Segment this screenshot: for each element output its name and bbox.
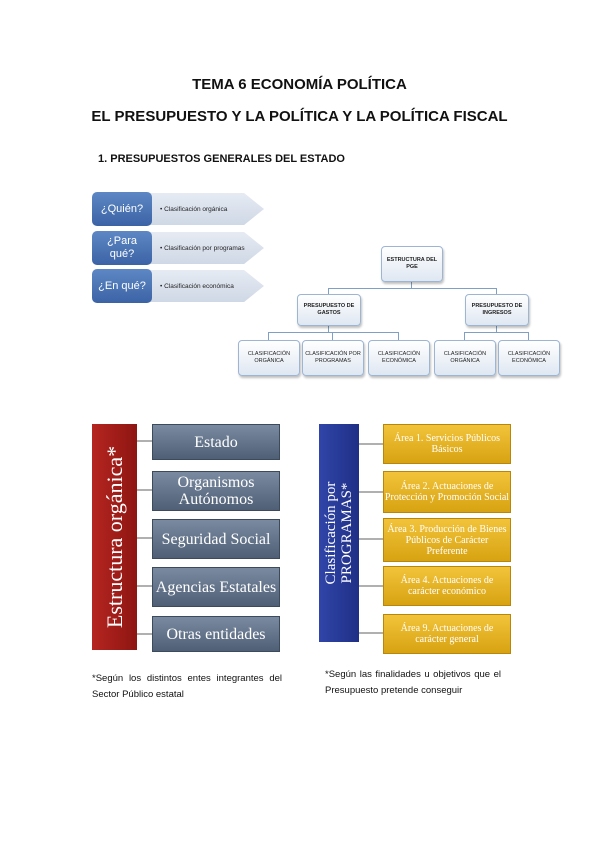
- question-text: • Clasificación económica: [160, 282, 234, 290]
- organica-note: *Según los distintos entes integrantes d…: [92, 673, 282, 700]
- tree-leaf-node: CLASIFICACIÓN ORGÁNICA: [238, 340, 300, 376]
- tree-connector: [268, 332, 398, 333]
- organica-connector: [137, 585, 152, 587]
- programas-item: Área 4. Actuaciones de carácter económic…: [383, 566, 511, 606]
- question-box: ¿Para qué?: [92, 231, 152, 265]
- organica-connector: [137, 537, 152, 539]
- programas-connector: [359, 443, 383, 445]
- organica-connector: [137, 440, 152, 442]
- tree-leaf-node: CLASIFICACIÓN ORGÁNICA: [434, 340, 496, 376]
- programas-label: Clasificación por PROGRAMAS*: [323, 481, 355, 585]
- tree-connector: [328, 324, 329, 332]
- organica-item: Seguridad Social: [152, 519, 280, 559]
- tree-connector: [464, 332, 528, 333]
- tree-connector: [464, 332, 465, 340]
- programas-item: Área 1. Servicios Públicos Básicos: [383, 424, 511, 464]
- question-box: ¿En qué?: [92, 269, 152, 303]
- organica-item: Otras entidades: [152, 616, 280, 652]
- question-row-para-que: ¿Para qué? • Clasificación por programas: [92, 231, 264, 265]
- tree-leaf-node: CLASIFICACIÓN ECONÓMICA: [498, 340, 560, 376]
- programas-vertical-bar: Clasificación por PROGRAMAS*: [319, 424, 359, 642]
- tree-connector: [496, 288, 497, 294]
- tree-gastos-node: PRESUPUESTO DE GASTOS: [297, 294, 361, 326]
- question-text: • Clasificación por programas: [160, 244, 245, 252]
- tree-connector: [328, 288, 329, 294]
- tree-connector: [332, 332, 333, 340]
- organica-label: Estructura orgánica*: [101, 445, 127, 629]
- tree-ingresos-node: PRESUPUESTO DE INGRESOS: [465, 294, 529, 326]
- tree-connector: [398, 332, 399, 340]
- organica-connector: [137, 489, 152, 491]
- programas-item: Área 9. Actuaciones de carácter general: [383, 614, 511, 654]
- tree-connector: [268, 332, 269, 340]
- programas-item: Área 3. Producción de Bienes Públicos de…: [383, 518, 511, 562]
- tree-leaf-node: CLASIFICACIÓN POR PROGRAMAS: [302, 340, 364, 376]
- organica-item: Agencias Estatales: [152, 567, 280, 607]
- tree-leaf-node: CLASIFICACIÓN ECONÓMICA: [368, 340, 430, 376]
- programas-connector: [359, 491, 383, 493]
- question-text: • Clasificación orgánica: [160, 205, 228, 213]
- programas-item: Área 2. Actuaciones de Protección y Prom…: [383, 471, 511, 513]
- programas-note: *Según las finalidades u objetivos que e…: [325, 669, 501, 696]
- tree-connector: [411, 280, 412, 288]
- question-box: ¿Quién?: [92, 192, 152, 226]
- page-title: TEMA 6 ECONOMÍA POLÍTICA: [192, 76, 407, 93]
- page-subtitle: EL PRESUPUESTO Y LA POLÍTICA Y LA POLÍTI…: [91, 108, 508, 125]
- organica-item: Estado: [152, 424, 280, 460]
- organica-item: Organismos Autónomos: [152, 471, 280, 511]
- tree-connector: [328, 288, 496, 289]
- programas-connector: [359, 538, 383, 540]
- organica-vertical-bar: Estructura orgánica*: [92, 424, 137, 650]
- question-row-quien: ¿Quién? • Clasificación orgánica: [92, 192, 264, 226]
- organica-connector: [137, 633, 152, 635]
- programas-connector: [359, 632, 383, 634]
- question-row-en-que: ¿En qué? • Clasificación económica: [92, 269, 264, 303]
- tree-connector: [496, 324, 497, 332]
- tree-root-node: ESTRUCTURA DEL PGE: [381, 246, 443, 282]
- section-heading: 1. PRESUPUESTOS GENERALES DEL ESTADO: [98, 153, 345, 165]
- programas-connector: [359, 585, 383, 587]
- tree-connector: [528, 332, 529, 340]
